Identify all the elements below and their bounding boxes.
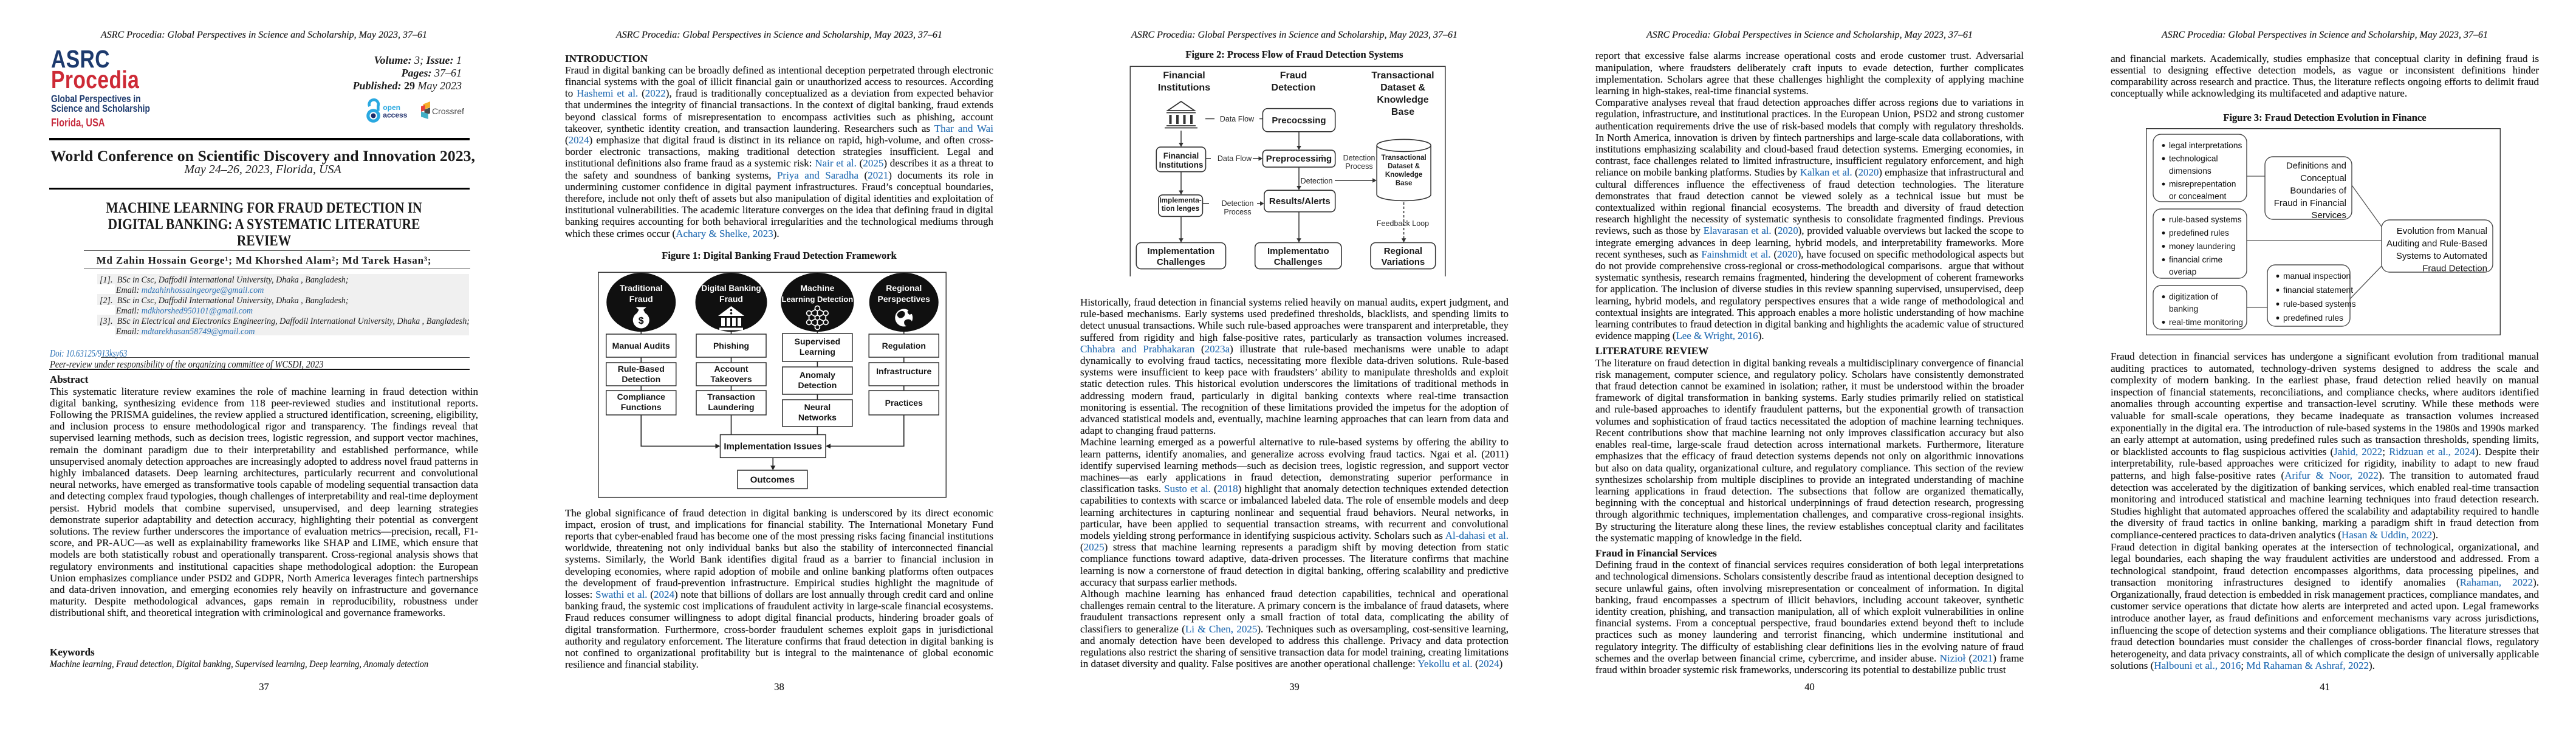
svg-text:Learning Detection: Learning Detection <box>782 295 854 304</box>
svg-text:Transactional: Transactional <box>1382 154 1427 162</box>
svg-text:digitization of: digitization of <box>2169 292 2218 301</box>
svg-text:Detection: Detection <box>1343 154 1375 162</box>
svg-text:Infrastructure: Infrastructure <box>876 366 931 376</box>
svg-text:Boundaries of: Boundaries of <box>2290 186 2346 196</box>
svg-text:Takeovers: Takeovers <box>710 374 752 384</box>
svg-text:rule-based systems: rule-based systems <box>2169 215 2242 224</box>
svg-text:misreprepentation: misreprepentation <box>2169 180 2236 189</box>
svg-text:Fraud Detection: Fraud Detection <box>2422 264 2487 274</box>
svg-text:Knowledge: Knowledge <box>1385 171 1422 179</box>
svg-text:Detection: Detection <box>798 380 837 390</box>
svg-text:real-time monitoring: real-time monitoring <box>2169 318 2243 327</box>
svg-text:overiap: overiap <box>2169 267 2197 276</box>
svg-text:Anomaly: Anomaly <box>800 370 835 380</box>
svg-text:predefined rules: predefined rules <box>2283 313 2343 323</box>
svg-text:Laundering: Laundering <box>708 402 754 412</box>
svg-text:Variations: Variations <box>1382 257 1425 267</box>
svg-text:Knowledge: Knowledge <box>1377 95 1428 105</box>
svg-text:Dataset &: Dataset & <box>1388 163 1420 170</box>
svg-text:Conceptual: Conceptual <box>2300 173 2346 183</box>
svg-text:Transaction: Transaction <box>707 392 755 402</box>
svg-text:money laundering: money laundering <box>2169 242 2236 251</box>
svg-text:Regional: Regional <box>1384 246 1422 256</box>
svg-text:banking: banking <box>2169 304 2198 313</box>
svg-text:tion lenges: tion lenges <box>1162 204 1200 213</box>
svg-text:Functions: Functions <box>621 402 662 412</box>
svg-text:Detection: Detection <box>622 374 660 384</box>
svg-text:Fraud: Fraud <box>1280 70 1307 81</box>
svg-text:Precocssing: Precocssing <box>1272 115 1326 126</box>
svg-text:Fraud: Fraud <box>719 294 743 304</box>
svg-text:Systems to Automated: Systems to Automated <box>2396 251 2487 261</box>
svg-text:dimensions: dimensions <box>2169 166 2211 176</box>
svg-text:Dataset &: Dataset & <box>1380 83 1425 93</box>
svg-text:Detection: Detection <box>1272 83 1316 93</box>
svg-text:Institutions: Institutions <box>1158 83 1210 93</box>
svg-text:Preprocessiṁg: Preprocessiṁg <box>1266 154 1332 164</box>
svg-text:Perspectives: Perspectives <box>878 294 931 304</box>
svg-text:Data Flow: Data Flow <box>1218 154 1252 163</box>
svg-text:Services: Services <box>2311 210 2346 221</box>
svg-text:Auditing and Rule-Based: Auditing and Rule-Based <box>2386 239 2487 249</box>
svg-text:Rule-Based: Rule-Based <box>618 364 665 374</box>
svg-text:Implementatıo: Implementatıo <box>1267 246 1329 256</box>
svg-text:$: $ <box>639 316 644 326</box>
svg-text:Implementa-: Implementa- <box>1159 196 1202 205</box>
svg-text:Outcomes: Outcomes <box>750 475 795 485</box>
svg-text:Learning: Learning <box>800 347 835 357</box>
svg-text:Challenges: Challenges <box>1157 257 1205 267</box>
svg-text:Evolution from Manual: Evolution from Manual <box>2397 226 2487 236</box>
svg-text:Transactional: Transactional <box>1371 70 1434 81</box>
svg-text:Fraud: Fraud <box>629 294 653 304</box>
svg-text:Digital Banking: Digital Banking <box>701 284 761 293</box>
svg-text:Challenges: Challenges <box>1274 257 1323 267</box>
svg-text:Detection: Detection <box>1301 177 1333 185</box>
svg-text:Definitions and: Definitions and <box>2286 161 2346 171</box>
svg-text:Financial: Financial <box>1163 70 1205 81</box>
svg-text:Feedback Loop: Feedback Loop <box>1377 219 1429 228</box>
svg-text:Financial: Financial <box>1163 151 1199 160</box>
svg-text:Implementation Issues: Implementation Issues <box>724 442 822 452</box>
svg-text:Results/Alerts: Results/Alerts <box>1269 196 1331 207</box>
svg-text:or concealment: or concealment <box>2169 192 2226 201</box>
svg-text:Implementation: Implementation <box>1147 246 1214 256</box>
svg-text:Compliance: Compliance <box>617 392 666 402</box>
svg-text:Manual Audits: Manual Audits <box>612 341 670 351</box>
svg-text:Traditional: Traditional <box>620 283 663 293</box>
svg-text:Machine: Machine <box>800 283 834 293</box>
svg-text:Networks: Networks <box>798 412 837 422</box>
svg-text:Base: Base <box>1391 107 1414 117</box>
svg-text:Detection: Detection <box>1222 199 1254 208</box>
svg-text:access: access <box>383 111 407 120</box>
svg-text:manual inspection: manual inspection <box>2283 272 2351 281</box>
svg-text:financial crime: financial crime <box>2169 255 2223 264</box>
svg-text:open: open <box>383 103 400 112</box>
svg-text:Fraud in Financial: Fraud in Financial <box>2274 198 2346 208</box>
svg-text:Phishing: Phishing <box>713 341 749 351</box>
svg-text:Process: Process <box>1224 208 1251 216</box>
svg-text:predefined rules: predefined rules <box>2169 228 2229 238</box>
svg-text:Supervised: Supervised <box>795 337 840 346</box>
svg-text:Regulation: Regulation <box>882 341 926 351</box>
svg-text:financial statement: financial statement <box>2283 286 2353 295</box>
svg-text:rule-based systems: rule-based systems <box>2283 299 2356 309</box>
svg-text:Institutions: Institutions <box>1159 160 1204 169</box>
svg-text:legal interpretations: legal interpretations <box>2169 141 2242 150</box>
svg-text:Neural: Neural <box>804 402 831 412</box>
svg-text:Base: Base <box>1396 180 1413 187</box>
svg-text:Practices: Practices <box>885 398 923 408</box>
svg-text:Data Flow: Data Flow <box>1220 115 1255 123</box>
svg-text:Account: Account <box>714 364 748 374</box>
svg-text:Crossref: Crossref <box>432 106 464 116</box>
svg-text:Process: Process <box>1345 162 1372 171</box>
svg-text:Regional: Regional <box>886 283 922 293</box>
svg-text:technological: technological <box>2169 154 2218 163</box>
